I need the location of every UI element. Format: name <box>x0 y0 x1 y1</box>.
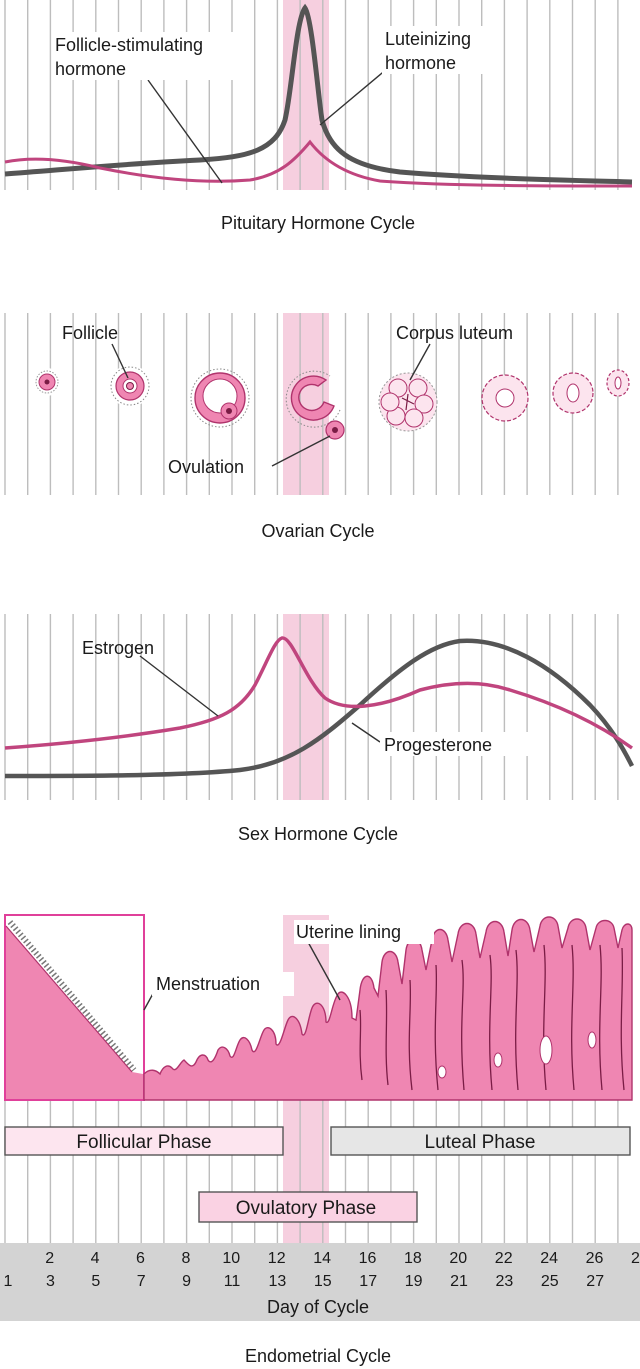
lh-label-line2: hormone <box>385 53 456 73</box>
mature-follicle-graphic <box>190 368 250 428</box>
day-tick-label: 12 <box>268 1250 286 1267</box>
luteal-phase-bar <box>330 1126 631 1156</box>
endometrial-caption: Endometrial Cycle <box>245 1346 391 1366</box>
day-tick-label: 11 <box>224 1273 241 1290</box>
day-tick-label: 1 <box>4 1273 13 1290</box>
ovulation-leader-line <box>271 435 331 467</box>
day-gridlines <box>4 313 619 495</box>
ovarian-caption: Ovarian Cycle <box>261 521 374 541</box>
estrogen-label: Estrogen <box>82 638 154 658</box>
lh-label-line1: Luteinizing <box>385 29 471 49</box>
day-axis-label: Day of Cycle <box>267 1297 369 1317</box>
day-tick-label: 27 <box>586 1273 604 1290</box>
pituitary-caption: Pituitary Hormone Cycle <box>221 213 415 233</box>
day-tick-label: 23 <box>496 1273 514 1290</box>
follicle-label: Follicle <box>62 323 118 343</box>
day-tick-label: 25 <box>541 1273 559 1290</box>
day-tick-label: 3 <box>46 1273 55 1290</box>
corpus-leader-line <box>409 343 431 381</box>
regressing-corpus-luteum-graphic <box>481 374 529 422</box>
pituitary-panel: Follicle-stimulating hormone Luteinizing… <box>4 0 633 233</box>
uterine-lining-label: Uterine lining <box>296 922 401 942</box>
day-tick-label: 2 <box>45 1250 54 1267</box>
fsh-leader-line <box>147 79 223 184</box>
developing-follicle-graphic <box>109 365 151 407</box>
lh-curve <box>4 3 633 185</box>
luteal-phase-label: Luteal Phase <box>425 1132 536 1153</box>
ruptured-follicle-graphic <box>285 370 345 440</box>
primary-follicle-graphic <box>33 368 61 396</box>
fsh-label-line1: Follicle-stimulating <box>55 35 203 55</box>
uterine-leader-line <box>307 941 341 1001</box>
progesterone-leader-line <box>351 722 381 743</box>
menstruation-label: Menstruation <box>156 974 260 994</box>
day-tick-label: 18 <box>404 1250 422 1267</box>
day-tick-label: 7 <box>137 1273 146 1290</box>
day-axis-bar <box>0 1243 640 1321</box>
day-tick-label: 10 <box>222 1250 240 1267</box>
sex-hormone-panel: Estrogen Progesterone Sex Hormone Cycle <box>4 614 635 844</box>
estrogen-leader-line <box>139 655 219 717</box>
corpus-albicans-small-graphic <box>606 369 630 397</box>
menstruation-graphic <box>4 914 145 1101</box>
follicular-phase-bar <box>4 1126 284 1156</box>
day-tick-label: 26 <box>586 1250 604 1267</box>
ovulatory-phase-label: Ovulatory Phase <box>236 1198 376 1219</box>
day-tick-label: 22 <box>495 1250 513 1267</box>
day-tick-label: 13 <box>269 1273 287 1290</box>
day-tick-label: 24 <box>540 1250 558 1267</box>
endometrial-panel: Uterine lining Menstruation Follicular P… <box>0 914 640 1366</box>
ovulation-label: Ovulation <box>168 457 244 477</box>
day-tick-label: 8 <box>181 1250 190 1267</box>
day-tick-label: 19 <box>405 1273 423 1290</box>
day-tick-label: 20 <box>449 1250 467 1267</box>
day-gridlines <box>4 1100 619 1243</box>
day-tick-labels: 2468101214161820222426281357911131517192… <box>4 1250 640 1290</box>
estrogen-curve <box>4 636 634 750</box>
sex-hormone-caption: Sex Hormone Cycle <box>238 824 398 844</box>
progesterone-label: Progesterone <box>384 735 492 755</box>
day-tick-label: 17 <box>359 1273 377 1290</box>
day-tick-label: 28 <box>631 1250 640 1267</box>
uterine-lining-graphic <box>143 916 633 1101</box>
follicle-leader-line <box>111 343 129 379</box>
ovarian-panel: Follicle Corpus luteum Ovulation Ovarian… <box>4 313 630 541</box>
lh-leader-line <box>319 67 389 126</box>
day-tick-label: 9 <box>182 1273 191 1290</box>
fsh-label-line2: hormone <box>55 59 126 79</box>
progesterone-curve <box>4 638 635 779</box>
day-tick-label: 6 <box>136 1250 145 1267</box>
day-tick-label: 14 <box>313 1250 331 1267</box>
corpus-albicans-graphic <box>552 372 594 414</box>
day-tick-label: 21 <box>450 1273 468 1290</box>
ovulation-band <box>283 313 329 495</box>
day-tick-label: 5 <box>91 1273 100 1290</box>
day-tick-label: 15 <box>314 1273 332 1290</box>
follicular-phase-label: Follicular Phase <box>76 1132 211 1153</box>
day-tick-label: 4 <box>91 1250 100 1267</box>
fsh-curve <box>4 139 633 188</box>
day-tick-label: 16 <box>359 1250 377 1267</box>
corpus-luteum-graphic <box>378 372 438 432</box>
ovulatory-phase-bar <box>198 1191 418 1223</box>
corpus-luteum-label: Corpus luteum <box>396 323 513 343</box>
